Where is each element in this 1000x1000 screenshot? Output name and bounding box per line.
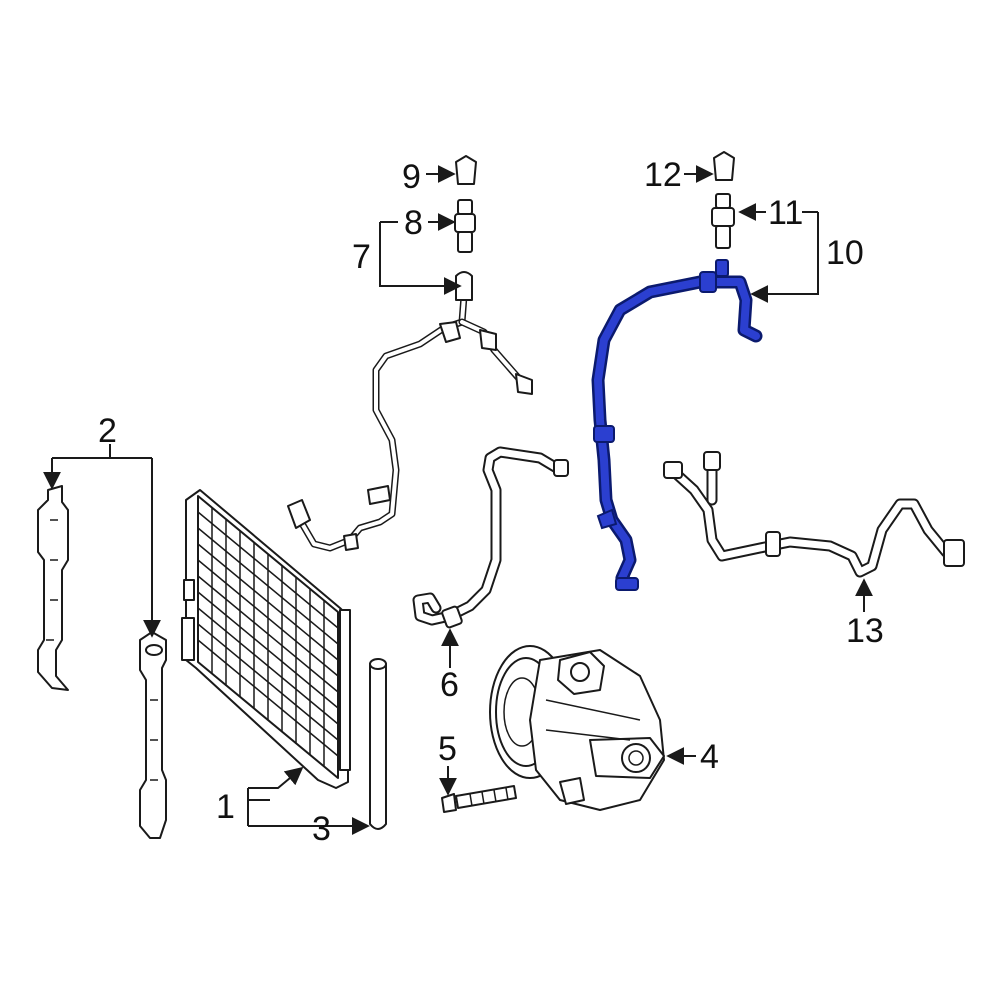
callout-3: 3 <box>312 810 331 848</box>
callout-1: 1 <box>216 788 235 826</box>
callout-9: 9 <box>402 158 421 196</box>
callout-6: 6 <box>440 666 459 704</box>
callout-7: 7 <box>352 238 371 276</box>
callout-4: 4 <box>700 738 719 776</box>
callout-12: 12 <box>644 156 682 194</box>
part-13-liquid-line[interactable] <box>663 451 965 578</box>
part-1-condenser[interactable] <box>181 489 351 789</box>
part-5-bolt[interactable] <box>441 785 517 813</box>
part-3-drier[interactable] <box>369 658 387 830</box>
part-4-compressor[interactable] <box>489 645 665 811</box>
part-9-cap[interactable] <box>455 155 477 185</box>
part-6-hose[interactable] <box>412 446 569 629</box>
part-2-left-bracket[interactable] <box>37 485 69 691</box>
part-11-pressure-sensor[interactable] <box>711 193 735 249</box>
callout-2: 2 <box>98 412 117 450</box>
callout-11: 11 <box>768 194 803 232</box>
part-10-suction-hose-highlighted[interactable] <box>591 259 763 591</box>
part-12-cap[interactable] <box>713 151 735 181</box>
part-2-right-bracket[interactable] <box>139 631 167 839</box>
callout-8: 8 <box>404 204 423 242</box>
callout-labels: 1 2 3 4 5 6 7 8 9 10 11 12 13 <box>98 156 884 848</box>
callout-5: 5 <box>438 730 457 768</box>
callout-10: 10 <box>826 234 864 272</box>
part-8-pressure-sensor[interactable] <box>454 199 476 253</box>
callout-13: 13 <box>846 612 884 650</box>
leader-lines <box>43 165 873 835</box>
